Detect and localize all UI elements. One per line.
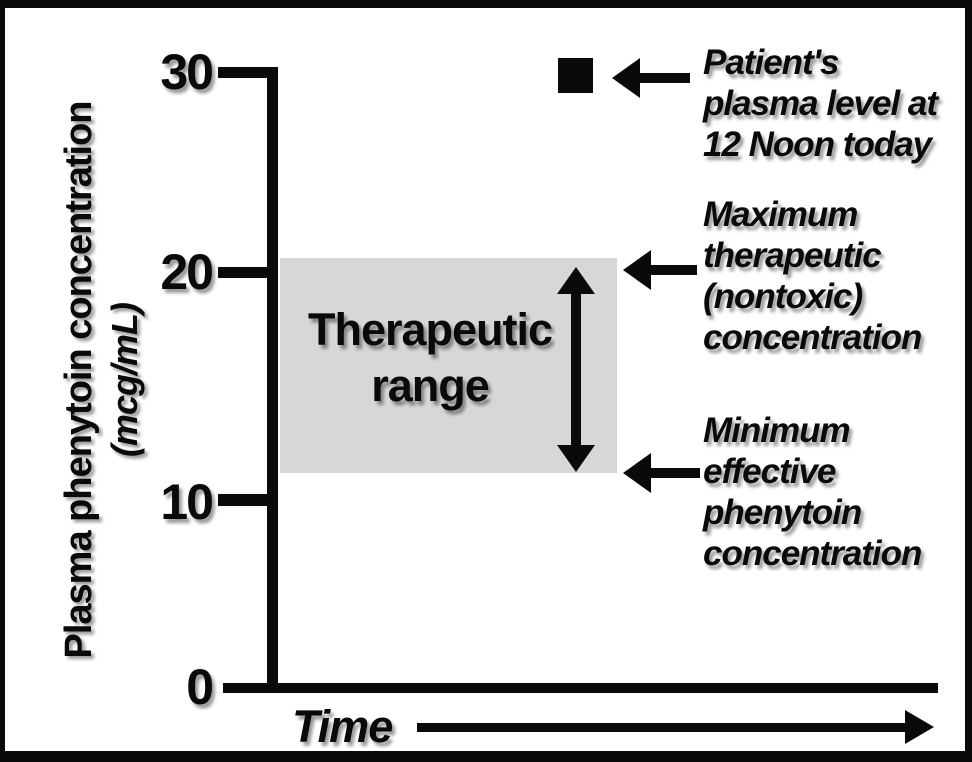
frame-border-top	[0, 0, 972, 8]
arrow-right-icon	[905, 710, 934, 744]
patient-annotation-line3: 12 Noon today	[703, 125, 932, 164]
frame-border-left	[0, 0, 5, 762]
y-tick-20	[218, 267, 268, 278]
time-axis-arrow	[417, 710, 934, 744]
range-double-arrow	[557, 267, 595, 472]
y-tick-label-0: 0	[186, 659, 214, 715]
time-axis-arrow-shaft	[417, 722, 905, 732]
minimum-annotation-line2: effective	[703, 452, 836, 491]
arrow-left-icon	[623, 250, 651, 290]
patient-annotation-arrow-shaft	[640, 73, 690, 83]
frame-border-right	[965, 0, 972, 762]
therapeutic-range-label-line2: range	[371, 360, 490, 411]
patient-annotation-line1: Patient's	[703, 43, 839, 82]
patient-level-marker	[558, 58, 593, 93]
y-tick-label-10: 10	[160, 474, 214, 530]
maximum-annotation-arrow	[623, 250, 697, 290]
minimum-annotation-line1: Minimum	[703, 411, 851, 450]
y-tick-10	[218, 494, 268, 506]
patient-annotation-line2: plasma level at	[703, 84, 938, 123]
y-axis-title: Plasma phenytoin concentration (mcg/mL)	[55, 60, 159, 700]
x-axis-line	[223, 683, 938, 693]
arrow-up-icon	[557, 267, 595, 294]
maximum-annotation-line3: (nontoxic)	[703, 277, 863, 316]
maximum-annotation-line2: therapeutic	[703, 236, 882, 275]
minimum-annotation-arrow	[623, 453, 700, 493]
y-axis-line	[267, 67, 278, 693]
y-tick-label-30: 30	[160, 44, 214, 100]
arrow-left-icon	[623, 453, 651, 493]
therapeutic-range-label: Therapeutic range	[282, 302, 578, 414]
minimum-annotation-line3: phenytoin	[703, 493, 862, 532]
patient-annotation: Patient's plasma level at 12 Noon today	[703, 42, 938, 165]
therapeutic-range-label-line1: Therapeutic	[307, 304, 553, 355]
y-axis-unit: (mcg/mL)	[104, 303, 145, 457]
arrow-down-icon	[557, 445, 595, 472]
maximum-annotation-arrow-shaft	[651, 265, 697, 275]
range-double-arrow-shaft	[571, 294, 581, 445]
maximum-annotation: Maximum therapeutic (nontoxic) concentra…	[703, 194, 922, 358]
patient-annotation-arrow	[612, 58, 690, 98]
minimum-annotation: Minimum effective phenytoin concentratio…	[703, 410, 922, 574]
maximum-annotation-line4: concentration	[703, 318, 922, 357]
arrow-left-icon	[612, 58, 640, 98]
y-tick-30	[218, 67, 268, 78]
y-tick-label-20: 20	[160, 244, 214, 300]
maximum-annotation-line1: Maximum	[703, 195, 858, 234]
minimum-annotation-arrow-shaft	[651, 468, 700, 478]
y-axis-title-text: Plasma phenytoin concentration	[58, 101, 100, 659]
frame-border-bottom	[0, 751, 972, 762]
minimum-annotation-line4: concentration	[703, 534, 922, 573]
x-axis-label: Time	[292, 701, 393, 752]
